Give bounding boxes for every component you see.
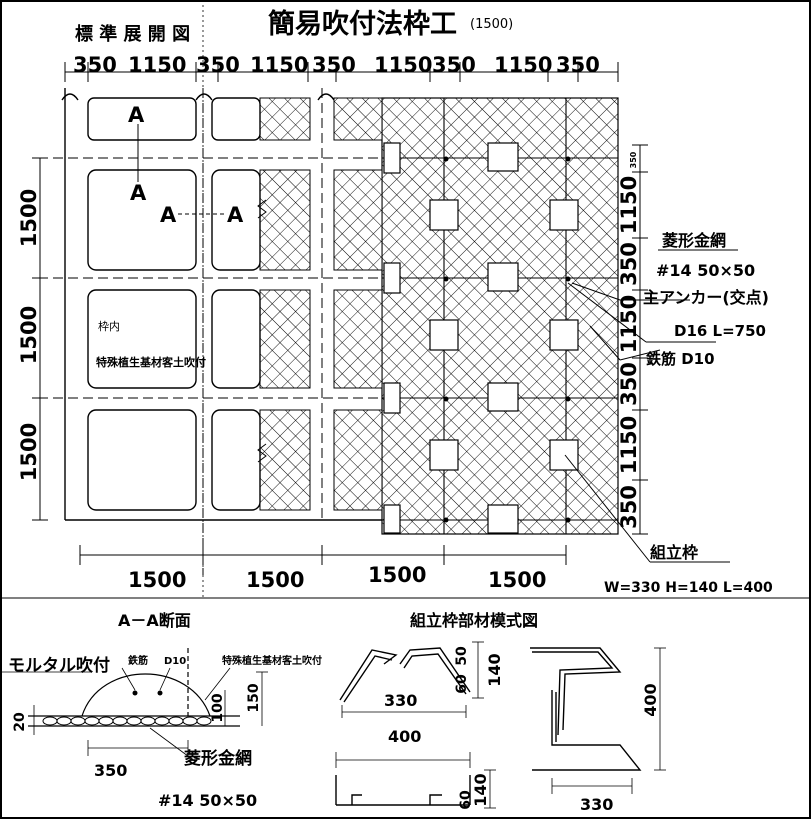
frame-note-1: 枠内 xyxy=(98,319,120,333)
parts-dim-400b: 400 xyxy=(641,683,660,716)
parts-dim-140b: 140 xyxy=(471,773,490,806)
section-mark-a4: A xyxy=(227,203,244,227)
parts-dim-400a: 400 xyxy=(388,727,421,746)
section-aa-rebar: 鉄筋 xyxy=(128,654,148,667)
section-aa-shape xyxy=(0,648,268,763)
section-aa-title: A－A断面 xyxy=(118,611,191,630)
top-dimension-line xyxy=(64,62,619,82)
parts-flat-bar xyxy=(335,775,471,806)
layout-label: 標 準 展 開 図 xyxy=(75,23,190,45)
callout-frame: 組立枠 xyxy=(650,543,698,562)
break-marks xyxy=(257,199,267,463)
left-dim-2: 1500 xyxy=(17,306,41,364)
section-aa-mortar: モルタル吹付 xyxy=(8,655,110,676)
frame-grid xyxy=(64,88,382,521)
bottom-dim-1: 1500 xyxy=(128,568,186,592)
top-dim-4: 1150 xyxy=(250,53,308,77)
callout-anchor-spec: D16 L=750 xyxy=(674,322,766,340)
size-note: (1500) xyxy=(470,17,513,32)
top-dim-6: 1150 xyxy=(374,53,432,77)
section-cut-lines xyxy=(137,124,226,215)
parts-u-bar xyxy=(530,647,642,771)
parts-dim-330a: 330 xyxy=(384,691,417,710)
parts-title: 組立枠部材模式図 xyxy=(410,611,538,630)
callout-leaders xyxy=(564,249,738,563)
section-aa-mesh-spec: #14 50×50 xyxy=(158,791,257,810)
parts-dims-a xyxy=(341,641,484,718)
section-aa-mesh: 菱形金網 xyxy=(184,748,252,769)
right-dimension-line xyxy=(632,144,648,535)
section-aa-rebars xyxy=(132,690,163,696)
left-dimension-line xyxy=(32,157,48,521)
top-dim-9: 350 xyxy=(556,53,600,77)
top-dim-7: 350 xyxy=(432,53,476,77)
top-edge-break xyxy=(61,93,335,101)
left-dim-3: 1500 xyxy=(17,423,41,481)
right-dim-2: 1150 xyxy=(617,176,641,234)
parts-dim-60b: 60 xyxy=(458,790,474,810)
section-aa-dim-350: 350 xyxy=(94,761,127,780)
section-aa-dim-100: 100 xyxy=(210,693,226,722)
section-aa-mesh-loops xyxy=(42,716,212,726)
top-dim-2: 1150 xyxy=(128,53,186,77)
right-dim-6: 1150 xyxy=(617,416,641,474)
parts-dim-50: 50 xyxy=(454,646,470,666)
frame-note-2: 特殊植生基材客土吹付 xyxy=(96,355,206,369)
top-dim-3: 350 xyxy=(196,53,240,77)
drawing-title: 簡易吹付法枠工 xyxy=(268,8,457,40)
right-dim-1: 350 xyxy=(629,151,638,168)
bottom-dim-3: 1500 xyxy=(368,563,426,587)
right-dim-3: 350 xyxy=(617,242,641,286)
parts-dims-b xyxy=(335,752,496,809)
top-dim-5: 350 xyxy=(312,53,356,77)
callout-anchor: 主アンカー(交点) xyxy=(643,288,769,307)
callout-mesh-spec: #14 50×50 xyxy=(656,261,755,280)
bottom-dimension-line xyxy=(79,545,567,565)
top-dim-8: 1150 xyxy=(494,53,552,77)
parts-dim-140a: 140 xyxy=(485,653,504,686)
section-aa-rebar-size: D10 xyxy=(164,656,186,667)
section-mark-a2: A xyxy=(130,181,147,205)
parts-dims-c xyxy=(551,647,666,794)
bottom-dim-2: 1500 xyxy=(246,568,304,592)
callout-rebar: 鉄筋 D10 xyxy=(646,350,715,368)
section-aa-dim-150: 150 xyxy=(246,683,262,712)
right-dim-4: 1150 xyxy=(617,295,641,353)
parts-bent-bar xyxy=(339,647,471,703)
section-aa-dim-20: 20 xyxy=(12,712,28,732)
section-mark-a3: A xyxy=(160,203,177,227)
top-dim-1: 350 xyxy=(73,53,117,77)
bottom-dim-4: 1500 xyxy=(488,568,546,592)
callout-frame-spec: W=330 H=140 L=400 xyxy=(604,580,773,596)
right-dim-5: 350 xyxy=(617,362,641,406)
left-dim-1: 1500 xyxy=(17,189,41,247)
callout-mesh-title: 菱形金網 xyxy=(662,231,726,250)
section-mark-a1: A xyxy=(128,103,145,127)
anchor-points xyxy=(443,156,571,523)
parts-dim-330b: 330 xyxy=(580,795,613,814)
section-aa-soil: 特殊植生基材客土吹付 xyxy=(222,654,322,667)
parts-dim-60a: 60 xyxy=(454,674,470,694)
right-dim-7: 350 xyxy=(617,485,641,529)
